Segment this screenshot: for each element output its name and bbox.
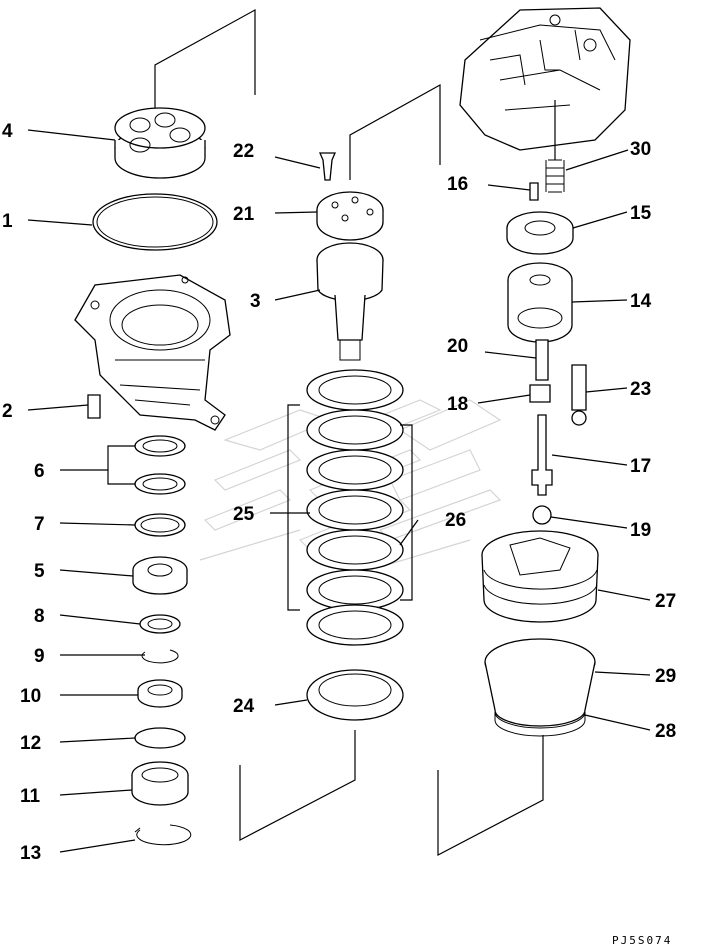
label-17: 17 — [630, 456, 651, 477]
shims-part-6 — [134, 435, 186, 495]
leader-lines — [27, 129, 651, 853]
label-6: 6 — [34, 461, 45, 482]
collar-part-10 — [137, 679, 183, 708]
label-23: 23 — [630, 379, 651, 400]
pin-part-16 — [529, 182, 539, 201]
label-12: 12 — [20, 733, 41, 754]
piston-part-23 — [571, 364, 587, 426]
cylinder-block-part-14 — [507, 262, 573, 343]
label-25: 25 — [233, 504, 255, 525]
part-labels: 4 1 2 6 7 5 8 9 10 12 11 13 22 21 3 25 2… — [2, 121, 676, 864]
ball-part-19 — [532, 505, 552, 525]
cup-part-29 — [484, 638, 596, 727]
spring-part-30 — [545, 159, 565, 193]
assembly-lines — [154, 8, 544, 856]
label-9: 9 — [34, 646, 45, 667]
label-28: 28 — [655, 721, 676, 742]
label-30: 30 — [630, 139, 651, 160]
bearing-part-5 — [132, 556, 188, 595]
disc-stack — [287, 369, 413, 646]
label-20: 20 — [447, 336, 468, 357]
label-16: 16 — [447, 174, 468, 195]
label-22: 22 — [233, 141, 254, 162]
label-11: 11 — [20, 786, 41, 807]
snap-ring-part-9 — [141, 649, 179, 664]
label-8: 8 — [34, 606, 45, 627]
seal-cup-part-11 — [131, 761, 189, 806]
motor-housing — [459, 7, 631, 160]
ring-part-24 — [306, 669, 404, 721]
label-1: 1 — [2, 211, 13, 232]
label-4: 4 — [2, 121, 13, 142]
ring-part-28 — [494, 711, 586, 737]
label-29: 29 — [655, 666, 676, 687]
label-18: 18 — [447, 394, 468, 415]
seal-part-8 — [139, 614, 181, 634]
case-part-27 — [481, 530, 599, 623]
bearing-part-4 — [114, 107, 206, 179]
valve-plate-part-21 — [316, 191, 384, 241]
snap-ring-part-13 — [134, 824, 192, 846]
cap-part-12 — [134, 727, 186, 749]
label-3: 3 — [250, 291, 261, 312]
valve-plate-part-15 — [506, 211, 574, 255]
label-21: 21 — [233, 204, 255, 225]
screw-part-22 — [319, 152, 336, 181]
label-5: 5 — [34, 561, 45, 582]
shaft-part-3 — [316, 242, 384, 361]
flange-housing — [74, 274, 231, 431]
label-2: 2 — [2, 401, 13, 422]
pin-part-17 — [531, 414, 553, 496]
label-15: 15 — [630, 203, 652, 224]
spring-part-20 — [535, 339, 549, 381]
o-ring-part-1 — [92, 193, 218, 251]
label-26: 26 — [445, 510, 466, 531]
label-24: 24 — [233, 696, 255, 717]
label-7: 7 — [34, 514, 45, 535]
label-13: 13 — [20, 843, 41, 864]
label-19: 19 — [630, 520, 651, 541]
ring-part-7 — [134, 513, 186, 537]
label-10: 10 — [20, 686, 41, 707]
drawing-code: PJ5S074 — [612, 934, 672, 947]
label-14: 14 — [630, 291, 652, 312]
label-27: 27 — [655, 591, 676, 612]
collar-part-18 — [529, 384, 551, 403]
